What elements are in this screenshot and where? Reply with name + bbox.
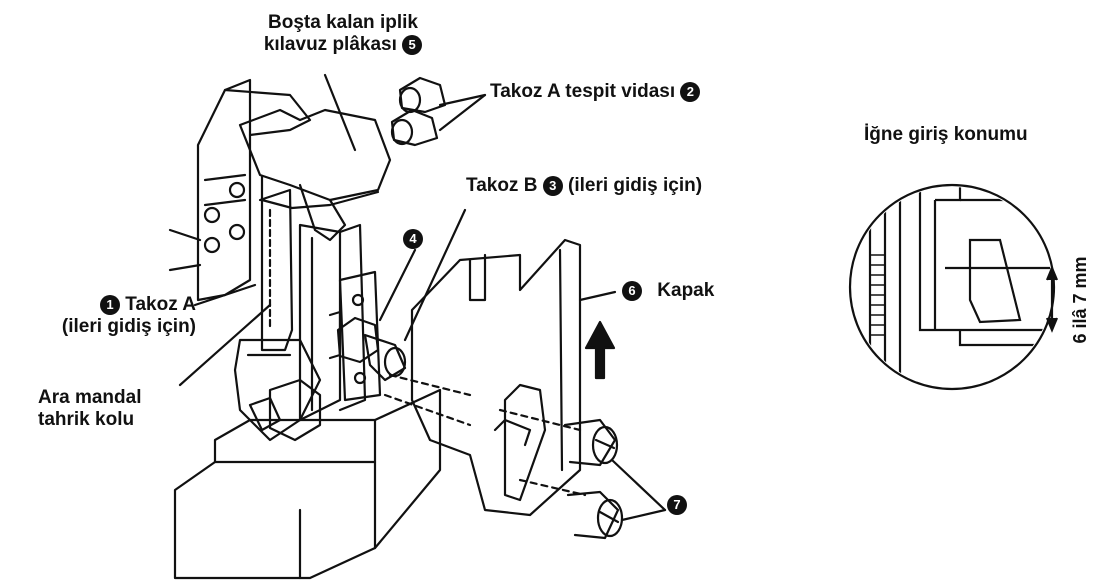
base-plate bbox=[173, 460, 377, 580]
cover-text: Kapak bbox=[657, 280, 715, 301]
dimension-label: 6 ilâ 7 mm bbox=[1070, 256, 1090, 344]
block-a-label: 1 Takoz A (ileri gidiş için) bbox=[10, 294, 196, 338]
callout-1: 1 bbox=[99, 295, 120, 315]
callout-4-label: 4 bbox=[403, 228, 423, 250]
block-b-note: (ileri gidiş için) bbox=[568, 175, 703, 196]
block-a-screw-text: Takoz A tespit vidası bbox=[490, 81, 676, 102]
needle-position-title: İğne giriş konumu bbox=[864, 124, 1028, 145]
up-arrow bbox=[584, 320, 616, 380]
drive-lever-label: Ara mandal tahrik kolu bbox=[38, 387, 141, 431]
callout-4: 4 bbox=[403, 229, 423, 249]
idle-thread-plate-label: Boşta kalan iplik kılavuz plâkası 5 bbox=[238, 12, 448, 56]
block-b-text: Takoz B bbox=[466, 175, 538, 196]
cover-label: 6 Kapak bbox=[622, 280, 714, 302]
idle-thread-plate-line2: kılavuz plâkası 5 bbox=[238, 34, 448, 56]
block-b-plate bbox=[338, 270, 382, 402]
leader-4 bbox=[378, 248, 417, 322]
leader-screw-2a bbox=[438, 93, 487, 107]
leader-block-a bbox=[193, 283, 257, 307]
screw-7-upper bbox=[563, 418, 617, 467]
leader-plate bbox=[323, 73, 357, 152]
callout-7: 7 bbox=[667, 495, 687, 515]
leader-lever bbox=[178, 303, 272, 387]
leader-7a bbox=[610, 458, 667, 512]
callout-6: 6 bbox=[622, 281, 642, 301]
thread-guide-plate bbox=[238, 108, 392, 202]
screw-2-upper bbox=[398, 76, 447, 114]
screw-7-lower bbox=[566, 490, 620, 540]
leader-block-b bbox=[403, 208, 467, 342]
callout-7-label: 7 bbox=[667, 494, 687, 516]
leader-cover bbox=[578, 290, 617, 302]
leader-7b bbox=[620, 508, 667, 522]
upright-frame bbox=[196, 78, 252, 302]
needle-detail-view bbox=[848, 183, 1059, 391]
leader-screw-2b bbox=[438, 93, 487, 132]
block-a-text: Takoz A bbox=[125, 294, 196, 315]
callout-3: 3 bbox=[542, 176, 563, 196]
block-a-screw-label: Takoz A tespit vidası 2 bbox=[490, 81, 701, 103]
block-b-post bbox=[298, 223, 342, 422]
idle-thread-plate-text: kılavuz plâkası bbox=[263, 34, 397, 55]
callout-5: 5 bbox=[402, 35, 423, 55]
block-b-label: Takoz B 3 (ileri gidiş için) bbox=[466, 175, 702, 197]
idle-thread-plate-line1: Boşta kalan iplik bbox=[268, 12, 418, 33]
block-a-line1: 1 Takoz A bbox=[10, 294, 196, 316]
drive-lever bbox=[258, 188, 294, 352]
drive-lever-line2: tahrik kolu bbox=[38, 409, 135, 430]
drive-lever-line1: Ara mandal bbox=[38, 387, 142, 408]
block-a-note: (ileri gidiş için) bbox=[61, 316, 196, 337]
cover-plate bbox=[410, 238, 582, 517]
callout-2: 2 bbox=[680, 82, 701, 102]
